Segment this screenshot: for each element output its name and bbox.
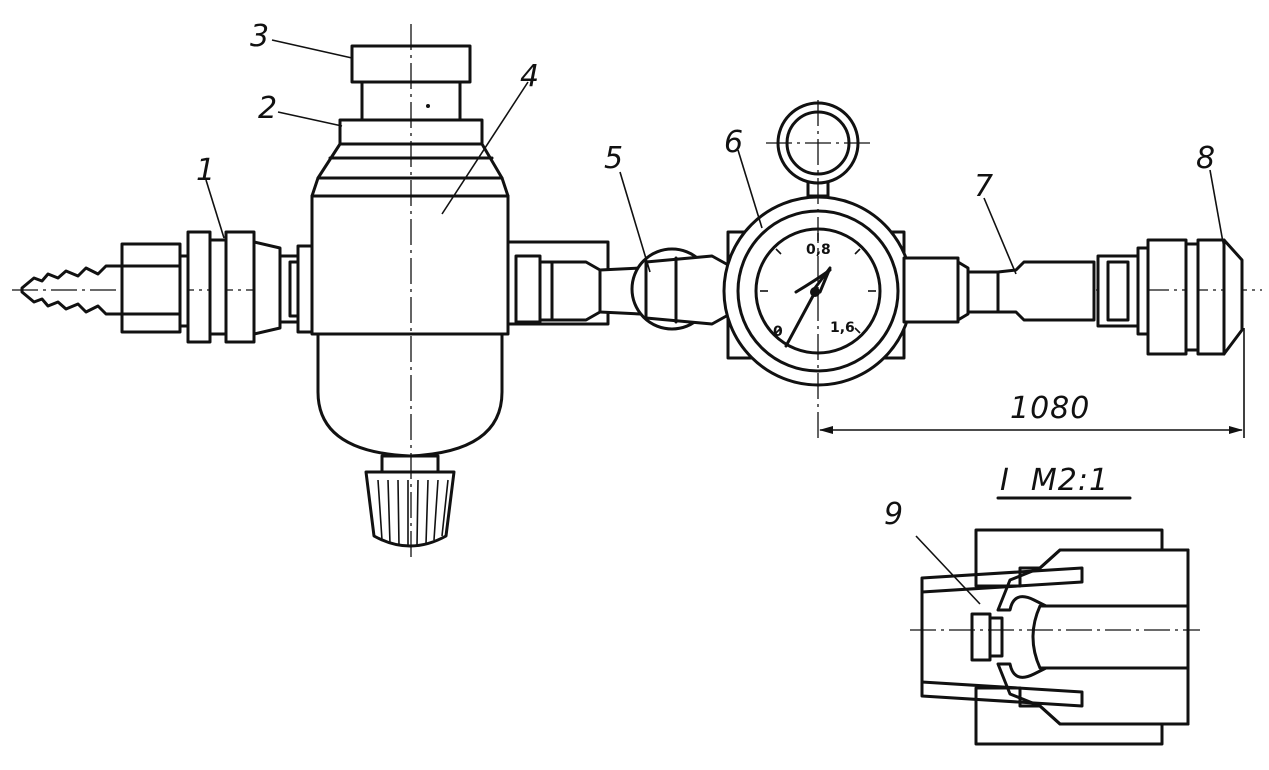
detail-hose-wall <box>920 566 1084 594</box>
nipple-nut <box>120 242 182 334</box>
detail-bore <box>1031 604 1190 670</box>
callout-6: 6 <box>724 125 743 160</box>
part-1-inlet-coupling <box>20 230 316 344</box>
part-7-outlet-hose <box>902 256 1096 324</box>
filter-regulator-assembly <box>296 44 610 548</box>
callout-5: 5 <box>604 141 623 176</box>
hex-nut-mid <box>514 254 542 324</box>
callout-1: 1 <box>196 153 215 188</box>
dimension-1080: 1080 <box>819 391 1243 434</box>
dimension-value: 1080 <box>1010 391 1090 426</box>
coupling-ring-knurled-1 <box>1146 238 1188 356</box>
part-5-hose-fitting <box>514 247 732 331</box>
body-shoulder <box>316 142 504 180</box>
detail-outer-nut <box>974 528 1164 588</box>
detail-title: I M2:1 <box>1000 463 1109 498</box>
filter-bowl <box>316 332 504 458</box>
detail-inner-fitting <box>996 548 1190 612</box>
callout-7: 7 <box>974 169 993 204</box>
detail-part-9-insert <box>970 612 992 662</box>
part-2-ring <box>338 118 484 146</box>
callout-9: 9 <box>884 497 903 532</box>
coupling-ring-knurled-2 <box>1196 238 1226 356</box>
part-6-pressure-gauge: 0,8 0 1,6 <box>722 101 914 387</box>
hose-segment-2 <box>966 270 1000 314</box>
callout-3: 3 <box>250 19 269 54</box>
gauge-scale-high: 1,6 <box>830 320 855 336</box>
callout-2: 2 <box>258 91 277 126</box>
callout-4: 4 <box>520 59 539 94</box>
coupling-ring-right <box>224 230 256 344</box>
coupling-ring-left <box>186 230 212 344</box>
gauge-scale-low: 0 <box>773 324 783 340</box>
callout-8: 8 <box>1196 141 1215 176</box>
part-4-body-band <box>310 194 510 336</box>
drain-neck <box>380 454 440 474</box>
detail-view-I: I M2:1 9 <box>884 463 1200 746</box>
callouts: 3 2 4 1 5 6 7 8 <box>196 19 1225 275</box>
part-8-outlet-coupling <box>1096 238 1244 356</box>
